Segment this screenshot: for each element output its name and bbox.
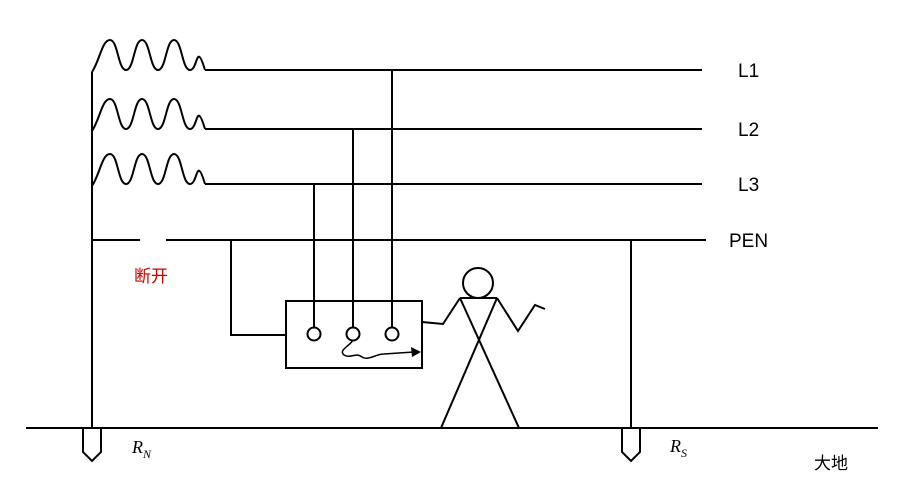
equipment-enclosure xyxy=(285,300,423,369)
person-body-right xyxy=(440,297,498,429)
break-label: 断开 xyxy=(134,267,168,287)
terminal-l2 xyxy=(345,326,361,342)
person-head xyxy=(462,267,494,299)
label-pen: PEN xyxy=(729,231,768,252)
winding-l3 xyxy=(91,152,206,187)
label-l2: L2 xyxy=(738,120,759,141)
fault-current-path xyxy=(341,339,415,359)
earth-label: 大地 xyxy=(814,454,848,474)
label-rn: RN xyxy=(131,437,152,461)
person-body-left xyxy=(459,297,520,429)
fault-arrow-head xyxy=(411,347,421,357)
label-l3: L3 xyxy=(738,175,759,196)
terminal-l1 xyxy=(384,326,400,342)
pen-to-enclosure xyxy=(230,240,286,336)
label-l1: L1 xyxy=(738,61,759,82)
earth-electrode-rn xyxy=(82,428,102,463)
earth-electrode-rs xyxy=(621,428,641,463)
label-rs: RS xyxy=(669,436,687,460)
person-right-arm xyxy=(496,297,546,333)
winding-l2 xyxy=(91,97,206,132)
winding-l1 xyxy=(91,38,206,73)
person-left-arm xyxy=(421,297,461,326)
terminal-l3 xyxy=(306,326,322,342)
